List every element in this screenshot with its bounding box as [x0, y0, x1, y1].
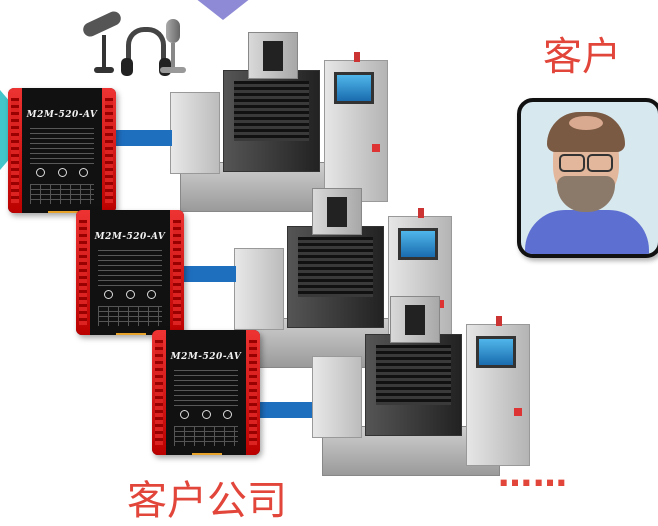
- device-leds: [104, 290, 156, 299]
- edm-machine-1: [168, 32, 388, 212]
- machine-side-unit: [312, 356, 362, 438]
- machine-warning-label: [436, 300, 444, 308]
- machine-body: [287, 226, 384, 328]
- webcam-foot: [94, 67, 114, 73]
- connector-3: [252, 402, 312, 418]
- edm-machine-3: [310, 296, 530, 476]
- led-icon: [36, 168, 45, 177]
- connector-1: [110, 130, 172, 146]
- device-spec-text: [98, 250, 162, 288]
- m2m-device-3: M2M-520-AV: [152, 330, 260, 455]
- machine-screen: [476, 336, 516, 368]
- device-rail-left: [8, 88, 22, 213]
- led-icon: [104, 290, 113, 299]
- customer-label: 客户: [543, 35, 622, 80]
- device-model-label: M2M-520-AV: [170, 352, 242, 362]
- device-pin-table: [98, 306, 162, 326]
- microphone-icon: [166, 19, 180, 43]
- device-leds: [36, 168, 88, 177]
- glasses-icon: [559, 154, 613, 172]
- led-icon: [125, 290, 135, 299]
- headset-icon: [121, 27, 171, 76]
- machine-tower: [390, 296, 440, 343]
- led-icon: [147, 290, 156, 299]
- microphone-foot: [160, 67, 186, 73]
- device-terminal: [192, 453, 222, 455]
- machine-indicator: [354, 52, 360, 62]
- machine-tower: [312, 188, 362, 235]
- customer-company-label: 客户公司: [127, 478, 287, 524]
- machine-body: [365, 334, 462, 436]
- machine-side-unit: [170, 92, 220, 174]
- device-model-label: M2M-520-AV: [94, 232, 166, 242]
- decor-triangle-top: [195, 0, 251, 20]
- led-icon: [201, 410, 211, 419]
- device-rail-right: [102, 88, 116, 213]
- machine-warning-label: [372, 144, 380, 152]
- device-spec-text: [30, 128, 94, 166]
- device-rail-right: [170, 210, 184, 335]
- webcam-stand: [102, 35, 106, 69]
- led-icon: [180, 410, 189, 419]
- portrait-hair: [547, 112, 625, 152]
- machine-tower: [248, 32, 298, 79]
- led-icon: [57, 168, 67, 177]
- led-icon: [223, 410, 232, 419]
- machine-warning-label: [514, 408, 522, 416]
- device-rail-right: [246, 330, 260, 455]
- av-peripherals: [80, 5, 190, 80]
- portrait-beard: [557, 176, 615, 212]
- device-leds: [180, 410, 232, 419]
- device-terminal: [48, 211, 78, 213]
- m2m-device-1: M2M-520-AV: [8, 88, 116, 213]
- device-spec-text: [174, 370, 238, 408]
- machine-screen: [398, 228, 438, 260]
- device-pin-table: [30, 184, 94, 204]
- device-rail-left: [76, 210, 90, 335]
- device-rail-left: [152, 330, 166, 455]
- customer-portrait: [517, 98, 658, 258]
- led-icon: [79, 168, 88, 177]
- device-terminal: [116, 333, 146, 335]
- connector-2: [178, 266, 236, 282]
- machine-side-unit: [234, 248, 284, 330]
- machine-indicator: [418, 208, 424, 218]
- machine-indicator: [496, 316, 502, 326]
- microphone-stand: [171, 43, 175, 69]
- device-pin-table: [174, 426, 238, 446]
- portrait-shirt: [525, 210, 649, 254]
- m2m-device-2: M2M-520-AV: [76, 210, 184, 335]
- machine-body: [223, 70, 320, 172]
- device-model-label: M2M-520-AV: [26, 110, 98, 120]
- more-ellipsis: ……: [498, 455, 568, 495]
- machine-screen: [334, 72, 374, 104]
